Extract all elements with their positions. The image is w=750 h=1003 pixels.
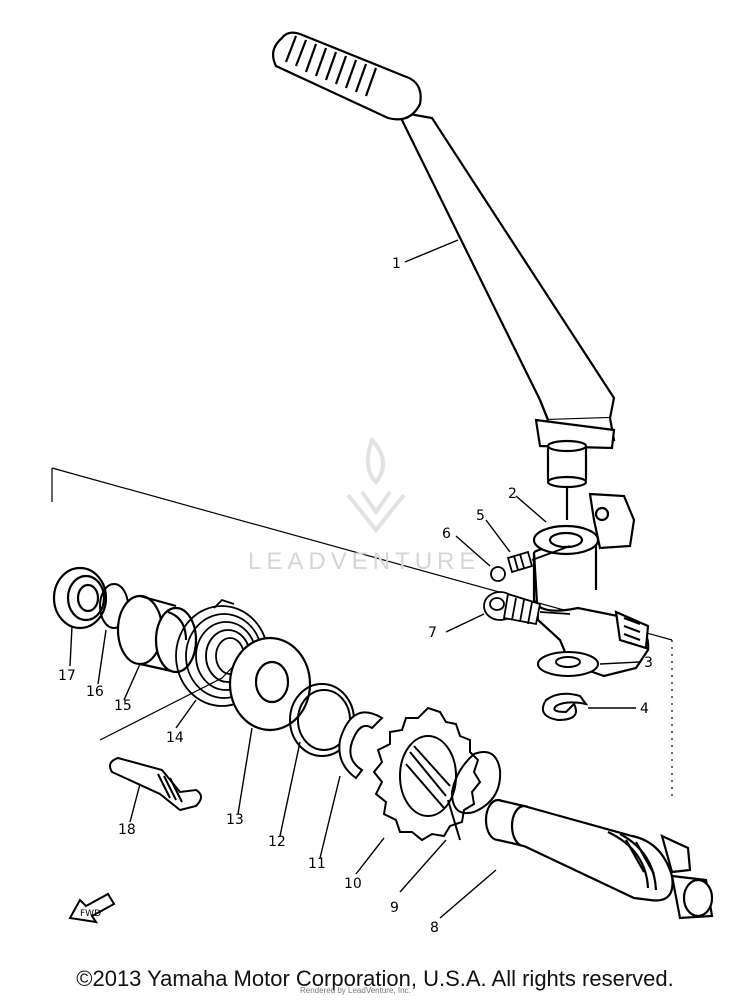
callout-8: 8	[430, 920, 439, 936]
kick-gear	[372, 706, 482, 842]
front-arrow-icon: FWD	[68, 892, 116, 924]
spring-guide	[228, 636, 312, 732]
callout-17: 17	[58, 668, 76, 684]
ball	[490, 566, 506, 582]
callout-13: 13	[226, 812, 244, 828]
callout-7: 7	[428, 625, 437, 641]
bolt	[483, 591, 571, 626]
rendered-by-note: Rendered by LeadVenture, Inc.	[300, 986, 411, 995]
callout-3: 3	[644, 655, 653, 671]
clip-11	[338, 711, 384, 780]
watermark-text: LEADVENTURE	[248, 548, 481, 575]
watermark-logo	[346, 436, 406, 534]
kick-axle	[484, 798, 714, 920]
callout-1: 1	[392, 256, 401, 272]
spring-cover	[116, 594, 198, 674]
callout-9: 9	[390, 900, 399, 916]
clip-spring	[447, 751, 502, 841]
circlip	[542, 692, 589, 722]
oil-seal	[52, 566, 108, 630]
callout-4: 4	[640, 701, 649, 717]
callout-16: 16	[86, 684, 104, 700]
svg-text:FWD: FWD	[80, 909, 101, 919]
callout-12: 12	[268, 834, 286, 850]
kick-lever	[396, 110, 616, 520]
kick-lever-grip	[271, 31, 422, 121]
leader-lines	[69, 239, 641, 919]
washer	[537, 651, 599, 677]
callout-14: 14	[166, 730, 184, 746]
shaft-pin	[109, 756, 202, 812]
callout-11: 11	[308, 856, 326, 872]
kick-starter-exploded-diagram: FWD 1 2 3 4 5 6 7 8 9 10 11 12 13 14 15 …	[51, 31, 714, 936]
copyright-notice: ©2013 Yamaha Motor Corporation, U.S.A. A…	[76, 966, 674, 991]
callout-6: 6	[442, 526, 451, 542]
pinch-bolt	[506, 545, 571, 574]
callout-2: 2	[508, 486, 517, 502]
callout-18: 18	[118, 822, 136, 838]
kick-boss	[532, 492, 650, 678]
callout-10: 10	[344, 876, 362, 892]
callout-15: 15	[114, 698, 132, 714]
callout-5: 5	[476, 508, 485, 524]
